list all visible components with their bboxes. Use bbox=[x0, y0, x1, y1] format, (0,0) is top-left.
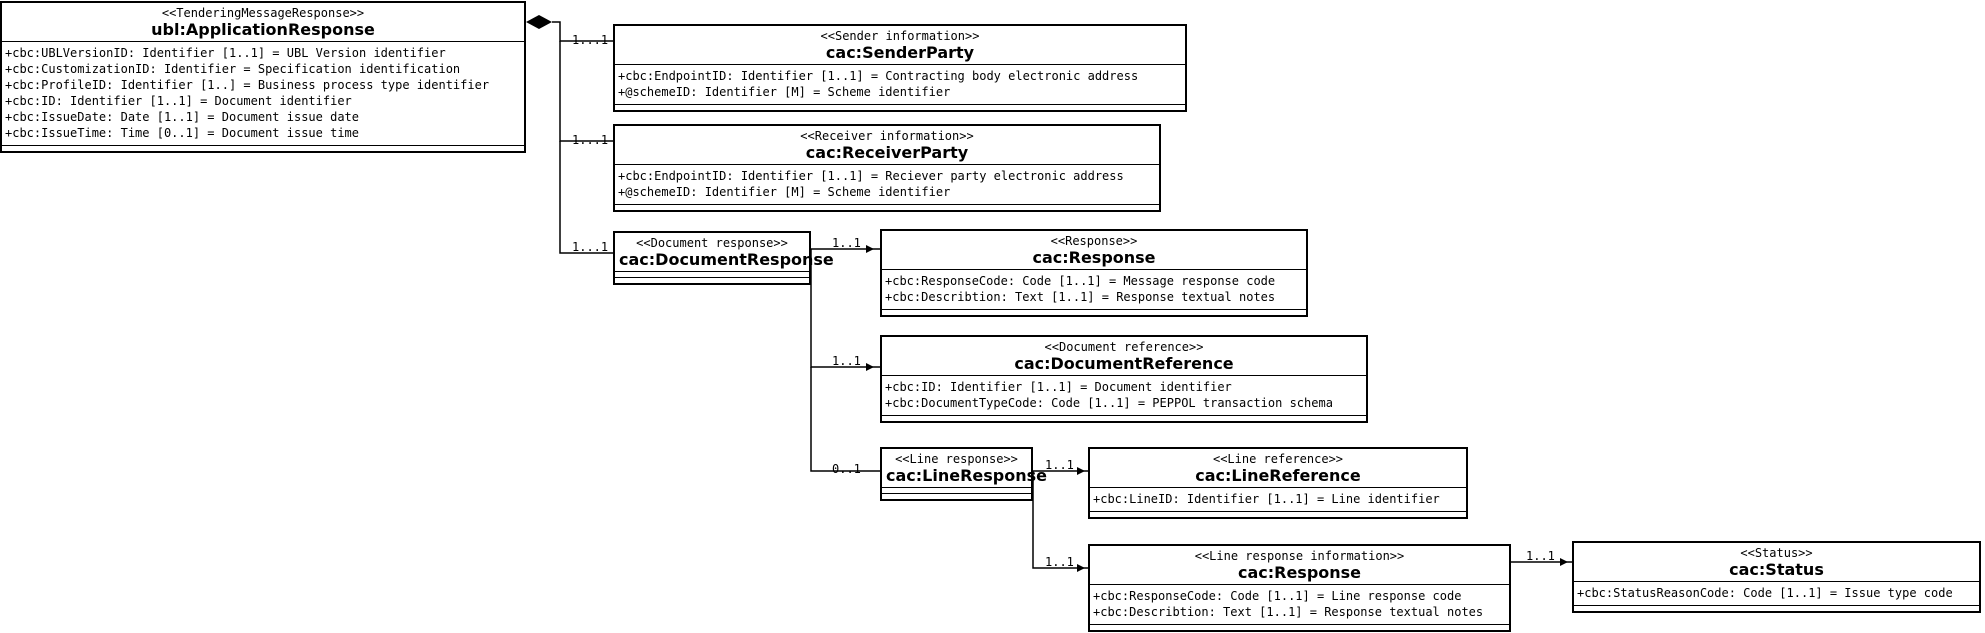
attribute: +cbc:EndpointID: Identifier [1..1] = Con… bbox=[618, 69, 1139, 83]
class-header: <<Line response>> cac:LineResponse bbox=[882, 449, 1047, 488]
class-line-response: <<Line response>> cac:LineResponse bbox=[880, 447, 1047, 501]
attribute-list: +cbc:LineID: Identifier [1..1] = Line id… bbox=[1090, 488, 1466, 512]
class-name: cac:SenderParty bbox=[825, 43, 975, 62]
attribute: +cbc:EndpointID: Identifier [1..1] = Rec… bbox=[618, 169, 1124, 183]
class-status: <<Status>> cac:Status +cbc:StatusReasonC… bbox=[1572, 541, 1981, 613]
operations-section bbox=[615, 278, 809, 283]
attribute: +cbc:StatusReasonCode: Code [1..1] = Iss… bbox=[1577, 586, 1953, 600]
class-header: <<Sender information>> cac:SenderParty bbox=[615, 26, 1185, 65]
class-name: cac:LineReference bbox=[1195, 466, 1361, 485]
assoc-line-line-response bbox=[810, 367, 880, 472]
attribute: +cbc:Describtion: Text [1..1] = Response… bbox=[1093, 605, 1484, 619]
operations-section bbox=[882, 310, 1306, 315]
operations-section bbox=[1574, 606, 1979, 611]
attributes-section bbox=[882, 488, 1031, 494]
attribute: +cbc:IssueTime: Time [0..1] = Document i… bbox=[5, 126, 360, 140]
attribute: +cbc:CustomizationID: Identifier = Speci… bbox=[5, 62, 461, 76]
stereotype-label: <<Document response>> bbox=[636, 236, 788, 250]
operations-section bbox=[882, 416, 1366, 421]
stereotype-label: <<Sender information>> bbox=[820, 29, 980, 43]
stereotype-label: <<Line response>> bbox=[895, 452, 1018, 466]
attribute-list: +cbc:EndpointID: Identifier [1..1] = Rec… bbox=[615, 165, 1159, 205]
operations-section bbox=[615, 105, 1185, 110]
operations-section bbox=[2, 146, 524, 151]
multiplicity-line-response: 0..1 bbox=[832, 462, 861, 476]
class-header: <<Line response information>> cac:Respon… bbox=[1090, 546, 1509, 585]
stereotype-label: <<Status>> bbox=[1740, 546, 1813, 560]
operations-section bbox=[882, 494, 1031, 499]
attribute-list: +cbc:EndpointID: Identifier [1..1] = Con… bbox=[615, 65, 1185, 105]
attribute: +cbc:ID: Identifier [1..1] = Document id… bbox=[885, 380, 1232, 394]
stereotype-label: <<TenderingMessageResponse>> bbox=[161, 6, 365, 20]
assoc-line-document-response bbox=[559, 141, 613, 254]
class-header: <<Line reference>> cac:LineReference bbox=[1090, 449, 1466, 488]
multiplicity-status: 1..1 bbox=[1526, 549, 1555, 563]
attribute: +cbc:UBLVersionID: Identifier [1..1] = U… bbox=[5, 46, 446, 60]
class-header: <<Response>> cac:Response bbox=[882, 231, 1306, 270]
class-sender-party: <<Sender information>> cac:SenderParty +… bbox=[613, 24, 1187, 112]
attribute: +cbc:ResponseCode: Code [1..1] = Message… bbox=[885, 274, 1276, 288]
attribute: +@schemeID: Identifier [M] = Scheme iden… bbox=[618, 85, 951, 99]
composition-diamond-icon bbox=[526, 15, 552, 29]
multiplicity-sender: 1...1 bbox=[572, 33, 609, 47]
class-header: <<Receiver information>> cac:ReceiverPar… bbox=[615, 126, 1159, 165]
attribute: +cbc:ProfileID: Identifier [1..] = Busin… bbox=[5, 78, 490, 92]
class-header: <<Document response>> cac:DocumentRespon… bbox=[615, 233, 834, 272]
assoc-line-receiver bbox=[559, 41, 613, 142]
class-document-response: <<Document response>> cac:DocumentRespon… bbox=[613, 231, 834, 285]
class-name: cac:Status bbox=[1729, 560, 1824, 579]
arrow-head-icon bbox=[1077, 564, 1085, 572]
class-name: cac:DocumentResponse bbox=[619, 250, 834, 269]
arrow-head-icon bbox=[1560, 558, 1568, 566]
class-line-response-information: <<Line response information>> cac:Respon… bbox=[1088, 544, 1511, 632]
class-name: cac:DocumentReference bbox=[1014, 354, 1234, 373]
attribute-list: +cbc:ResponseCode: Code [1..1] = Message… bbox=[882, 270, 1306, 310]
stereotype-label: <<Response>> bbox=[1050, 234, 1138, 248]
assoc-line-sender bbox=[552, 21, 613, 42]
attribute: +cbc:Describtion: Text [1..1] = Response… bbox=[885, 290, 1276, 304]
class-name: cac:Response bbox=[1032, 248, 1156, 267]
class-name: cac:LineResponse bbox=[886, 466, 1047, 485]
class-header: <<Document reference>> cac:DocumentRefer… bbox=[882, 337, 1366, 376]
class-name: ubl:ApplicationResponse bbox=[151, 20, 375, 39]
multiplicity-receiver: 1...1 bbox=[572, 133, 609, 147]
attribute: +cbc:ResponseCode: Code [1..1] = Line re… bbox=[1093, 589, 1462, 603]
operations-section bbox=[615, 205, 1159, 210]
stereotype-label: <<Receiver information>> bbox=[800, 129, 974, 143]
attribute-list: +cbc:UBLVersionID: Identifier [1..1] = U… bbox=[2, 42, 524, 146]
operations-section bbox=[1090, 512, 1466, 517]
stereotype-label: <<Line reference>> bbox=[1212, 452, 1344, 466]
arrow-head-icon bbox=[1077, 467, 1085, 475]
class-response: <<Response>> cac:Response +cbc:ResponseC… bbox=[880, 229, 1308, 317]
attribute: +cbc:DocumentTypeCode: Code [1..1] = PEP… bbox=[885, 396, 1333, 410]
stereotype-label: <<Document reference>> bbox=[1044, 340, 1204, 354]
attribute: +@schemeID: Identifier [M] = Scheme iden… bbox=[618, 185, 951, 199]
attribute: +cbc:LineID: Identifier [1..1] = Line id… bbox=[1093, 492, 1440, 506]
class-header: <<TenderingMessageResponse>> ubl:Applica… bbox=[2, 3, 524, 42]
arrow-head-icon bbox=[866, 363, 874, 371]
class-receiver-party: <<Receiver information>> cac:ReceiverPar… bbox=[613, 124, 1161, 212]
operations-section bbox=[1090, 625, 1509, 630]
attribute: +cbc:ID: Identifier [1..1] = Document id… bbox=[5, 94, 352, 108]
multiplicity-response: 1..1 bbox=[832, 236, 861, 250]
multiplicity-document-response: 1...1 bbox=[572, 240, 609, 254]
multiplicity-line-reference: 1..1 bbox=[1045, 458, 1074, 472]
attribute-list: +cbc:ResponseCode: Code [1..1] = Line re… bbox=[1090, 585, 1509, 625]
assoc-line-line-response-info bbox=[1032, 471, 1088, 569]
attributes-section bbox=[615, 272, 809, 278]
class-line-reference: <<Line reference>> cac:LineReference +cb… bbox=[1088, 447, 1468, 519]
class-header: <<Status>> cac:Status bbox=[1574, 543, 1979, 582]
multiplicity-document-reference: 1..1 bbox=[832, 354, 861, 368]
class-application-response: <<TenderingMessageResponse>> ubl:Applica… bbox=[0, 1, 526, 153]
arrow-head-icon bbox=[866, 245, 874, 253]
class-name: cac:ReceiverParty bbox=[805, 143, 969, 162]
class-document-reference: <<Document reference>> cac:DocumentRefer… bbox=[880, 335, 1368, 423]
multiplicity-line-response-info: 1..1 bbox=[1045, 555, 1074, 569]
attribute: +cbc:IssueDate: Date [1..1] = Document i… bbox=[5, 110, 360, 124]
stereotype-label: <<Line response information>> bbox=[1194, 549, 1405, 563]
attribute-list: +cbc:ID: Identifier [1..1] = Document id… bbox=[882, 376, 1366, 416]
class-name: cac:Response bbox=[1237, 563, 1362, 582]
attribute-list: +cbc:StatusReasonCode: Code [1..1] = Iss… bbox=[1574, 582, 1979, 606]
